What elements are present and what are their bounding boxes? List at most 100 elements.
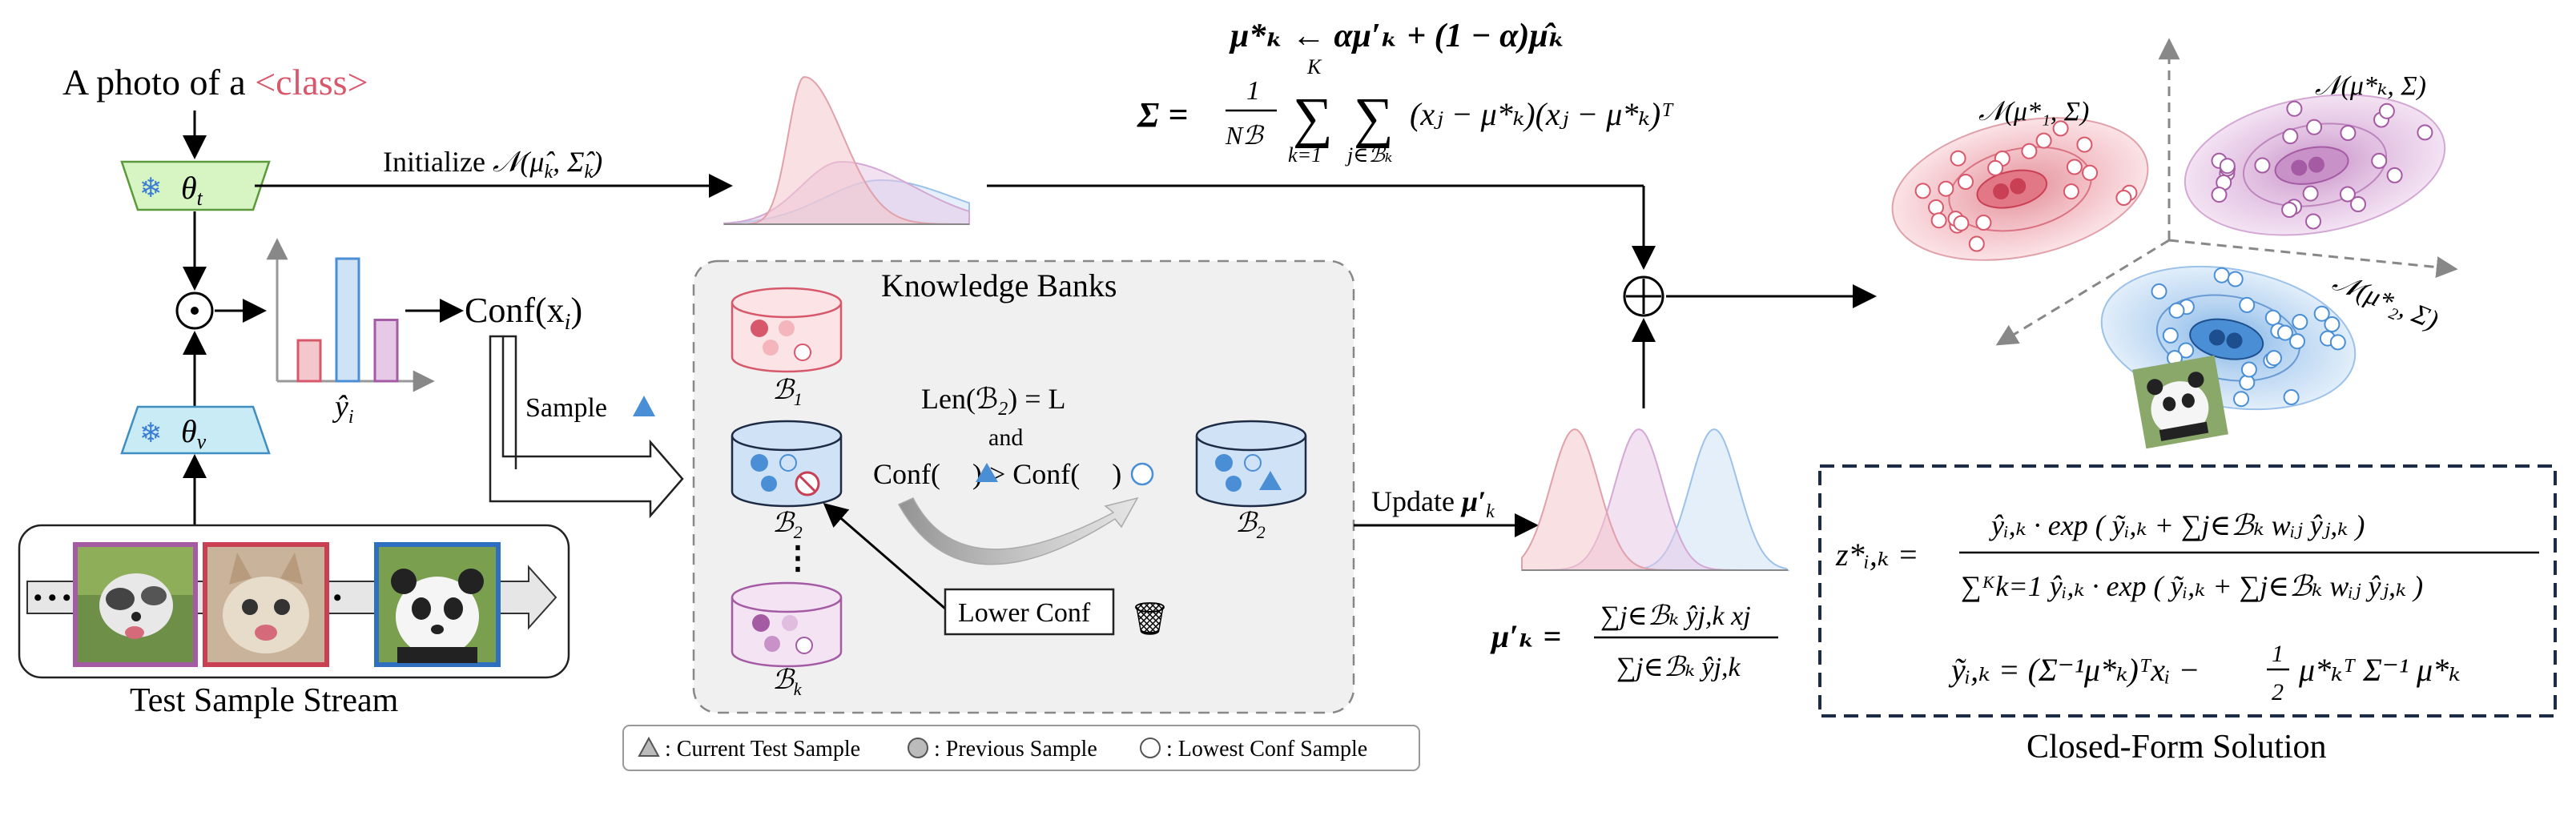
knowledge-banks-title: Knowledge Banks [881,267,1117,303]
sample-point [1928,199,1944,215]
visual-encoder: ❄ θv [120,405,271,455]
sigma-formula: Σ = 1 Nℬ K ∑ k=1 ∑ j∈ℬₖ (xⱼ − μ*ₖ)(xⱼ − … [1137,55,1674,167]
sample-point [2076,136,2093,153]
sample-point [2386,167,2403,183]
sample-point [1958,174,1974,190]
bank-bk [731,581,843,668]
histogram-label: ŷi [332,390,354,428]
filled-circle-legend-icon [908,738,928,758]
sample-point [2350,196,2366,212]
sample-point [2219,158,2236,175]
sample-point [2302,185,2319,202]
sample-point [2266,350,2282,367]
cluster-1-label: 𝒩(μ*₁, Σ) [1978,97,2089,127]
swap-arrow [897,496,1139,565]
sample-point [2264,309,2281,326]
sample-point [2283,389,2300,405]
sample-point [2339,186,2356,203]
histogram-bar [373,319,399,383]
sample-point [2281,202,2298,218]
sample-point [1975,215,1992,231]
lower-conf-box [944,588,1115,636]
visual-encoder-label: θv [181,413,207,453]
sample-point [2378,102,2395,119]
initialize-label: Initialize 𝒩(μ̂k, Σ̂k) [383,146,602,183]
sample-point [2239,296,2256,313]
sample-point [2254,157,2271,174]
sample-point [2066,159,2083,175]
sample-point [2239,374,2256,391]
svg-text:j∈ℬₖ: j∈ℬₖ [1345,143,1392,167]
prediction-histogram: ŷi [266,238,435,428]
legend-lowest: : Lowest Conf Sample [1166,737,1367,762]
legend-previous: : Previous Sample [934,737,1097,762]
sample-point [2213,267,2230,283]
sample-point [1953,215,1970,231]
text-encoder: ❄ θt [120,160,271,211]
triangle-icon [976,463,998,482]
svg-text:Nℬ: Nℬ [1225,121,1265,150]
histogram-bar [335,257,360,383]
sample-point [2168,302,2185,319]
histogram-bar [296,339,322,383]
trash-icon: 🗑 [1129,601,1170,637]
sample-point [2313,305,2330,322]
sample-point [2233,391,2249,408]
sample-point [2292,314,2308,330]
svg-text:k=1: k=1 [1288,143,1322,167]
svg-text:∑j∈ℬₖ ŷj,k xj: ∑j∈ℬₖ ŷj,k xj [1600,601,1751,631]
svg-text:ŷᵢ,ₖ · exp ( ỹᵢ,ₖ + ∑j∈ℬₖ wᵢⱼ: ŷᵢ,ₖ · exp ( ỹᵢ,ₖ + ∑j∈ℬₖ wᵢⱼ ŷⱼ,ₖ ) [1989,509,2365,541]
banks-ellipsis: ⋮ [782,540,814,576]
svg-text:1: 1 [2272,641,2284,667]
circle-icon [1130,462,1154,486]
sample-point [2035,132,2052,149]
legend-current: : Current Test Sample [665,737,860,762]
sample-point [1914,183,1931,199]
text-encoder-label: θt [181,170,203,210]
sample-flow-arrow [489,335,684,519]
sample-point [2306,119,2323,135]
bank-b2-after [1195,420,1307,508]
sample-point [1968,235,1985,252]
sample-point [2240,361,2257,378]
sample-point [2329,334,2346,351]
svg-text:ỹᵢ,ₖ = (Σ⁻¹μ*ₖ)ᵀxᵢ −: ỹᵢ,ₖ = (Σ⁻¹μ*ₖ)ᵀxᵢ − [1948,652,2200,688]
svg-text:z*ᵢ,ₖ =: z*ᵢ,ₖ = [1835,537,1918,573]
fusion-node [1623,275,1664,317]
sample-point [2211,187,2228,203]
svg-text:∑: ∑ [1354,87,1394,149]
closed-form-label: Closed-Form Solution [2027,729,2327,766]
sample-point [2324,316,2341,332]
snowflake-icon: ❄ [139,174,163,203]
bank-bk-label: ℬk [772,665,803,699]
elementwise-product-node [175,291,214,330]
and-label: and [988,424,1023,451]
svg-text:2: 2 [2272,679,2284,705]
svg-text:∑ᴷk=1 ŷᵢ,ₖ · exp ( ỹᵢ,ₖ + ∑j∈ℬ: ∑ᴷk=1 ŷᵢ,ₖ · exp ( ỹᵢ,ₖ + ∑j∈ℬₖ wᵢⱼ ŷⱼ,ₖ… [1961,570,2423,602]
length-rule: Len(ℬ2) = L [921,383,1066,420]
init-gaussians [723,76,970,225]
empty-circle-legend-icon [1140,738,1161,758]
sample-point [2371,152,2388,169]
mu-star-update-formula: μ*ₖ ← αμ′ₖ + (1 − α)μ̂ₖ [1229,18,1566,54]
cat-image [203,542,329,667]
svg-text:μ*ₖᵀ Σ⁻¹ μ*ₖ: μ*ₖᵀ Σ⁻¹ μ*ₖ [2298,652,2461,688]
cluster-k-label: 𝒩(μ*ₖ, Σ) [2315,71,2426,101]
sample-point [2115,190,2132,206]
ytilde-formula: ỹᵢ,ₖ = (Σ⁻¹μ*ₖ)ᵀxᵢ − 1 2 μ*ₖᵀ Σ⁻¹ μ*ₖ [1948,641,2461,705]
bank-b1-label: ℬ1 [772,376,803,409]
sample-point [1950,150,1966,167]
cluster-class-k [2184,94,2446,236]
sample-point [2282,128,2299,145]
svg-text:∑j∈ℬₖ ŷj,k: ∑j∈ℬₖ ŷj,k [1616,653,1741,682]
sample-point [2082,164,2099,181]
sample-point [2178,342,2195,359]
closed-form-box [1818,464,2557,718]
panda-thumbnail [2132,355,2228,449]
sample-point [1930,212,1947,229]
svg-text:(xⱼ − μ*ₖ)(xⱼ − μ*ₖ)ᵀ: (xⱼ − μ*ₖ)(xⱼ − μ*ₖ)ᵀ [1410,96,1674,132]
stream-dots: • • • [34,585,71,611]
svg-text:μ′ₖ =: μ′ₖ = [1490,618,1561,654]
snowflake-icon: ❄ [139,419,163,448]
